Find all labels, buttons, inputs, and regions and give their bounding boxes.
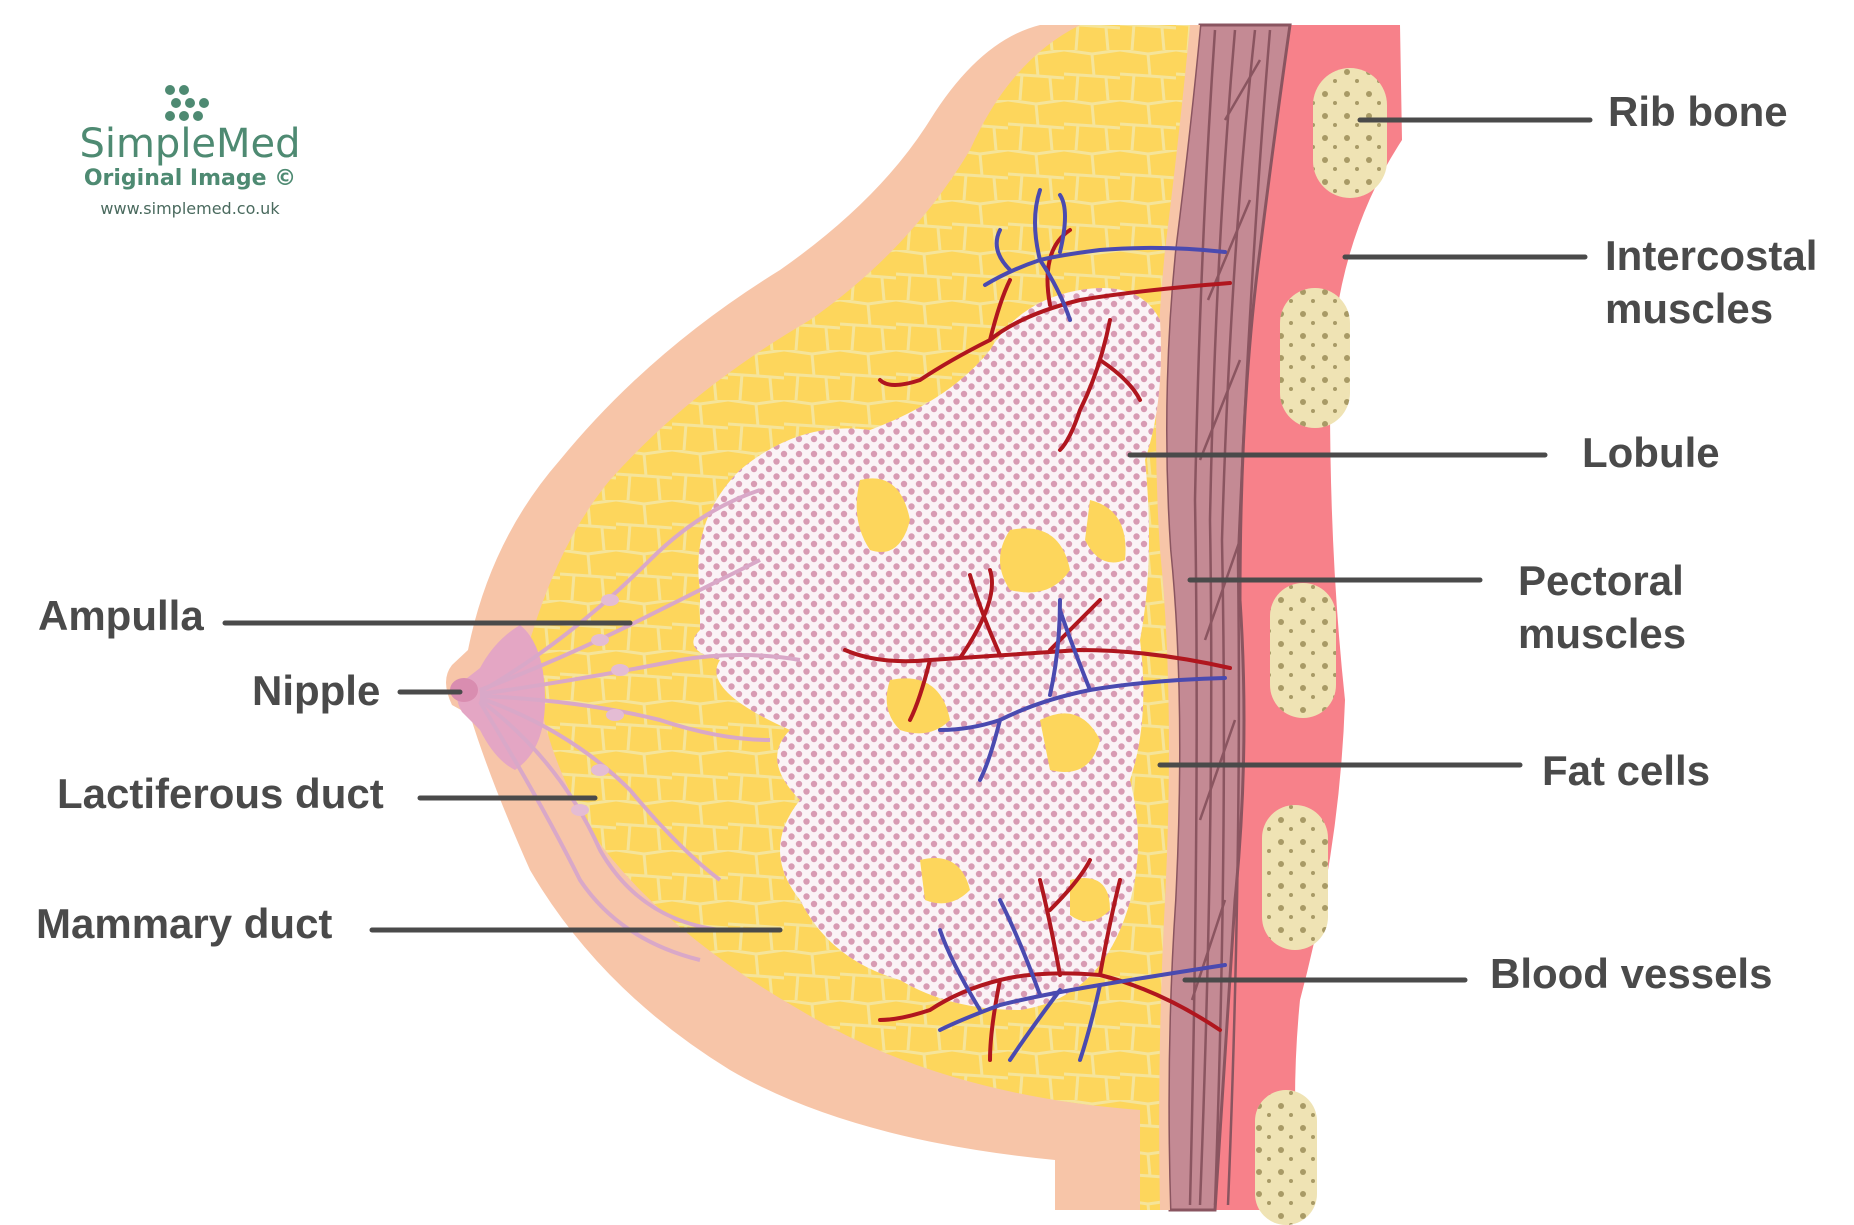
- label-pectoral-line2: muscles: [1518, 610, 1686, 657]
- simplemed-logo: [165, 85, 209, 121]
- label-mammary-duct: Mammary duct: [36, 900, 332, 947]
- label-ampulla: Ampulla: [38, 592, 204, 639]
- label-fat-cells: Fat cells: [1542, 747, 1710, 794]
- nipple-tip: [450, 678, 478, 702]
- label-intercostal-line2: muscles: [1605, 285, 1773, 332]
- logo-url: www.simplemed.co.uk: [100, 199, 280, 218]
- blood-vessels: [843, 188, 1232, 1062]
- label-intercostal-line1: Intercostal: [1605, 232, 1817, 279]
- molecule-icon: [165, 85, 209, 121]
- label-blood-vessels: Blood vessels: [1490, 950, 1772, 997]
- label-lobule: Lobule: [1582, 429, 1720, 476]
- logo-title: SimpleMed: [79, 121, 300, 167]
- logo-subtitle: Original Image ©: [84, 166, 296, 191]
- lactiferous-ducts: [478, 488, 801, 962]
- leader-lines: [222, 117, 1593, 983]
- label-pectoral-line1: Pectoral: [1518, 557, 1684, 604]
- label-nipple: Nipple: [252, 667, 380, 714]
- label-rib-bone: Rib bone: [1608, 88, 1788, 135]
- label-lactiferous-duct: Lactiferous duct: [57, 770, 384, 817]
- lobules: [693, 288, 1161, 1010]
- duct-ampullae: [571, 594, 629, 816]
- rib-bones: [1255, 68, 1387, 1225]
